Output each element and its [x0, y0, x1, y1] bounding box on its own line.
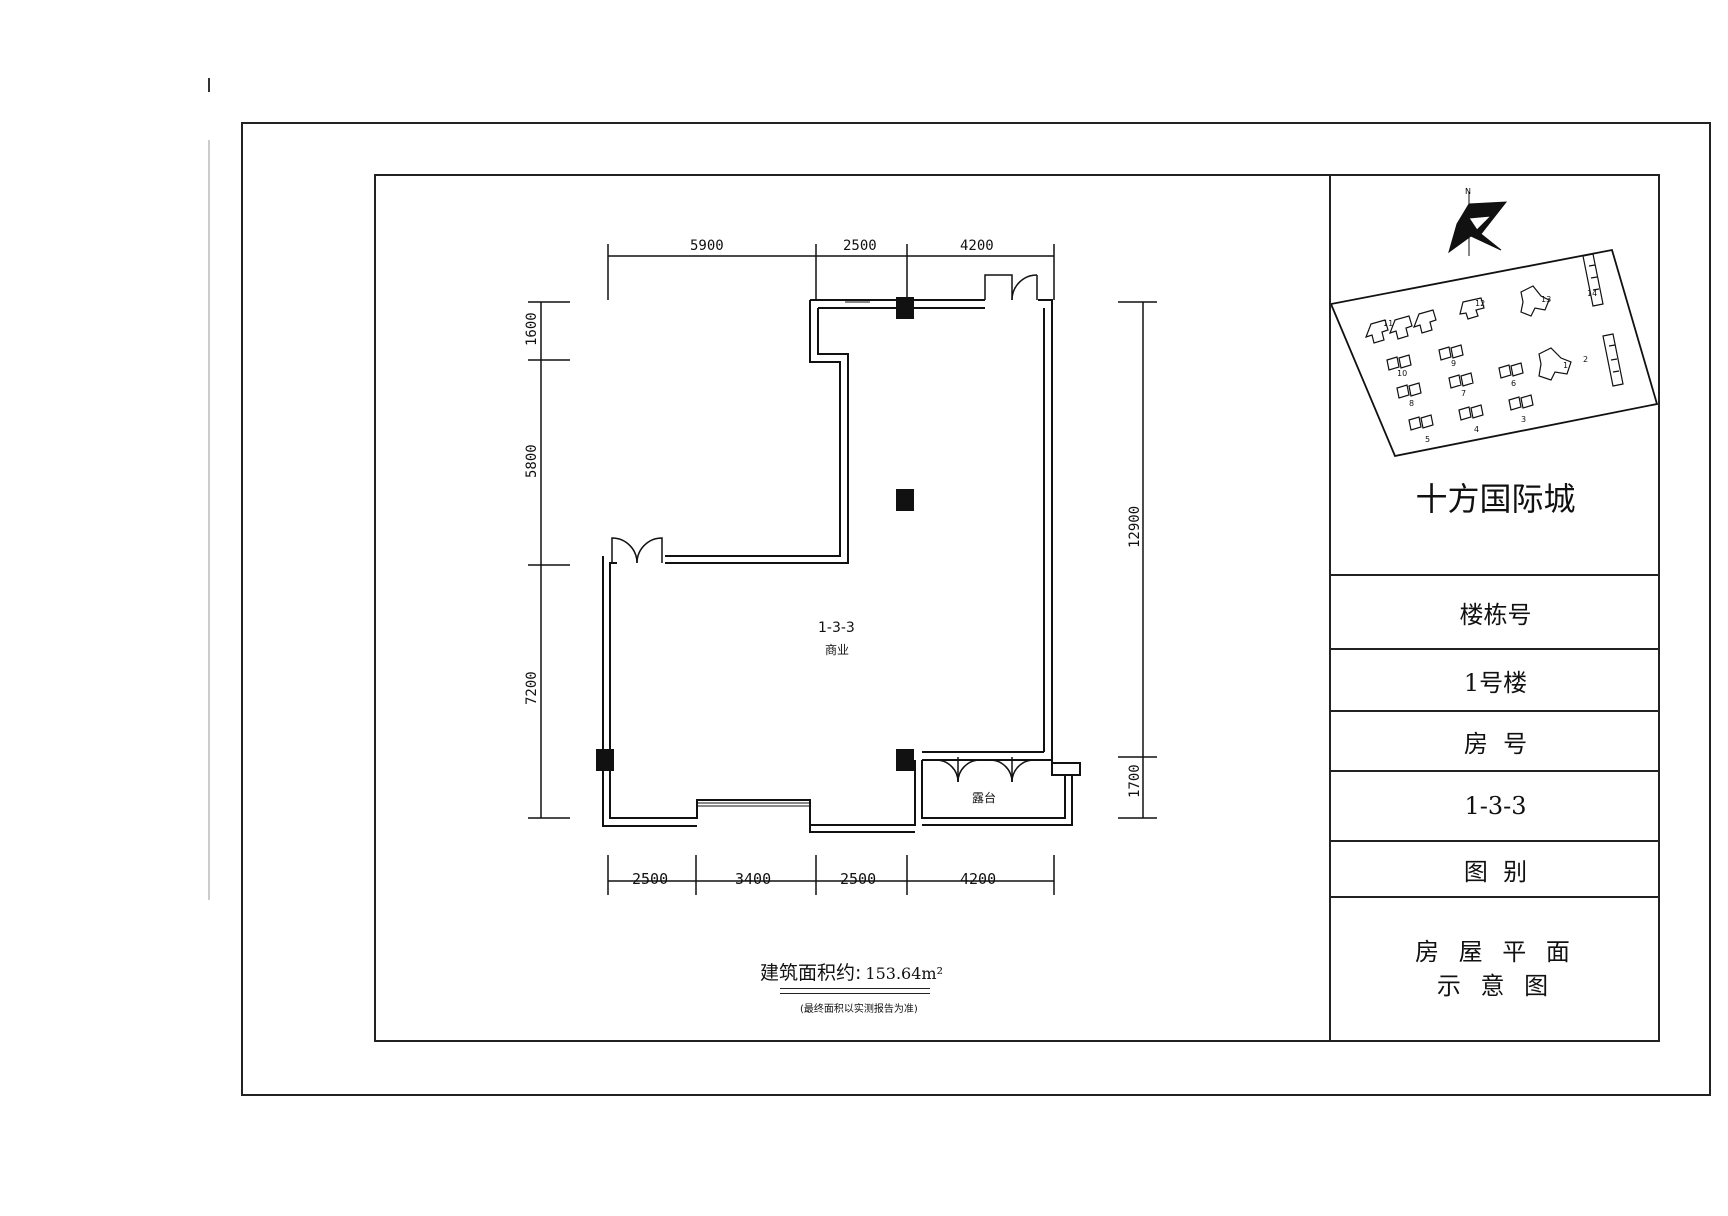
dim-right-1: 12900: [1127, 506, 1143, 548]
site-building-9: 9: [1451, 359, 1456, 368]
title-block: N 1 2 3 4 5: [1329, 174, 1660, 1042]
dim-top-3: 4200: [960, 238, 994, 254]
room-value: 1-3-3: [1331, 770, 1660, 840]
site-building-3: 3: [1521, 415, 1526, 424]
site-building-1: 1: [1563, 361, 1568, 370]
margin-tick: [208, 78, 210, 92]
building-area-value: 153.64m²: [865, 964, 943, 983]
site-building-13: 13: [1541, 295, 1551, 304]
site-building-8: 8: [1409, 399, 1414, 408]
dim-top-1: 5900: [690, 238, 724, 254]
building-label: 楼栋号: [1331, 574, 1660, 648]
site-building-11: 11: [1383, 319, 1393, 328]
area-note: (最终面积以实测报告为准): [800, 1004, 918, 1015]
site-plan: N 1 2 3 4 5: [1331, 187, 1659, 458]
building-value: 1号楼: [1331, 648, 1660, 710]
building-value-text: 1号楼: [1463, 668, 1528, 697]
dim-right-2: 1700: [1127, 764, 1143, 798]
drawing-value: 房 屋 平 面 示 意 图: [1331, 896, 1660, 1040]
compass-north: N: [1465, 187, 1471, 196]
room-label: 房 号: [1331, 710, 1660, 770]
room-label-text: 房 号: [1463, 729, 1528, 758]
site-building-5: 5: [1425, 435, 1430, 444]
dim-bottom-1: 2500: [632, 870, 668, 888]
drawing-label: 图 别: [1331, 840, 1660, 896]
room-use: 商业: [825, 642, 849, 657]
dim-top-2: 2500: [843, 238, 877, 254]
area-underline: [780, 993, 930, 994]
sheet-outer-border: [241, 122, 1711, 1096]
room-value-text: 1-3-3: [1464, 792, 1527, 820]
dim-left-1: 1600: [524, 312, 540, 346]
drawing-label-text: 图 别: [1463, 857, 1528, 886]
sheet-inner-border: [374, 174, 1660, 1042]
building-label-text: 楼栋号: [1459, 600, 1532, 629]
drawing-value-line2: 示 意 图: [1436, 972, 1555, 1000]
site-building-4: 4: [1474, 425, 1479, 434]
room-id: 1-3-3: [818, 620, 855, 636]
building-area: 建筑面积约:153.64m²: [760, 958, 943, 985]
dim-bottom-4: 4200: [960, 870, 996, 888]
balcony-label: 露台: [972, 790, 996, 805]
project-name: 十方国际城: [1415, 480, 1576, 518]
site-building-10: 10: [1397, 369, 1407, 378]
dim-left-2: 5800: [524, 444, 540, 478]
site-building-2: 2: [1583, 355, 1588, 364]
site-building-6: 6: [1511, 379, 1516, 388]
compass-icon: [1448, 192, 1508, 256]
drawing-value-line1: 房 屋 平 面: [1415, 938, 1576, 966]
dim-bottom-3: 2500: [840, 870, 876, 888]
dim-left-3: 7200: [524, 671, 540, 705]
dim-bottom-2: 3400: [735, 870, 771, 888]
building-area-label: 建筑面积约:: [760, 962, 862, 984]
site-building-14: 14: [1587, 289, 1597, 298]
site-building-12: 12: [1475, 299, 1485, 308]
area-underline: [780, 988, 930, 989]
site-building-7: 7: [1461, 389, 1466, 398]
margin-tick: [208, 140, 210, 900]
